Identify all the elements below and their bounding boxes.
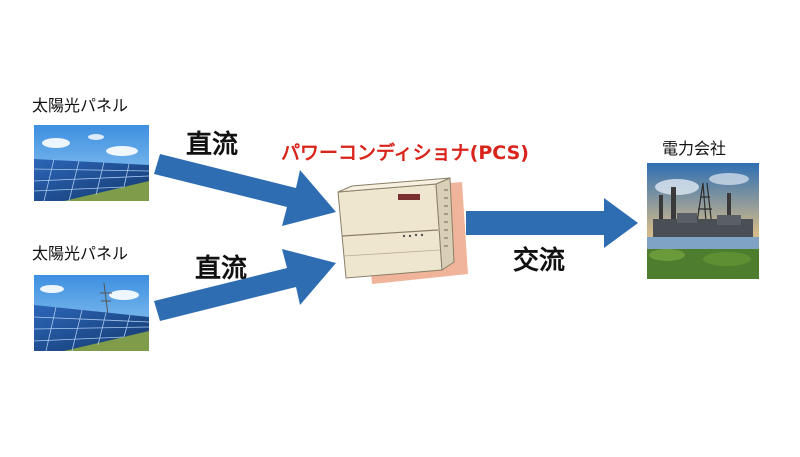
ac-arrow	[466, 198, 638, 248]
solar-panel-top-picture	[34, 125, 149, 201]
panel-top-label: 太陽光パネル	[32, 96, 129, 115]
dc-arrow-top	[154, 154, 336, 226]
flow-output-label: 交流	[513, 246, 566, 276]
utility-label: 電力会社	[662, 139, 727, 158]
flow-top-label: 直流	[186, 130, 239, 160]
panel-bottom-label: 太陽光パネル	[32, 244, 129, 263]
dc-arrow-bottom	[154, 249, 336, 321]
flow-bottom-label: 直流	[195, 254, 248, 284]
pcs-device-picture	[337, 177, 468, 284]
solar-panel-bottom-picture	[34, 275, 149, 351]
pcs-label: パワーコンディショナ(PCS)	[281, 142, 529, 164]
power-plant-picture	[647, 163, 759, 279]
